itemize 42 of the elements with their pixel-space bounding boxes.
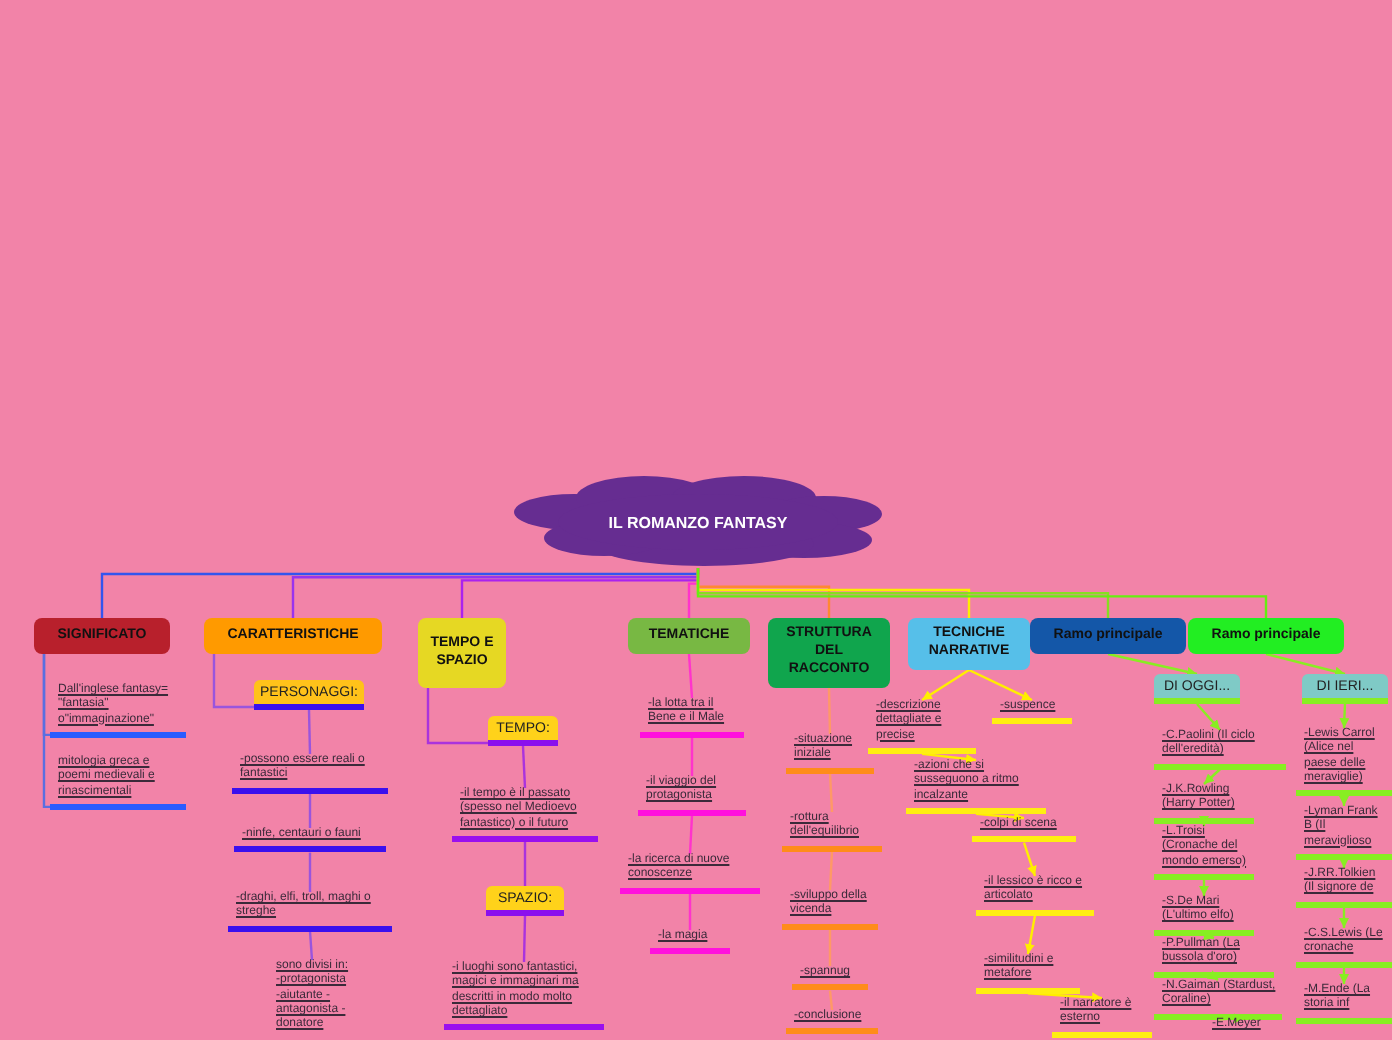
arrow [1203,768,1221,785]
connector-line [307,709,312,755]
connector-line [690,737,694,776]
arrow [1339,858,1349,868]
arrow [1199,879,1209,896]
arrow [921,669,970,701]
arrow [1027,992,1103,1003]
connector-line [696,568,1268,618]
connector-line [522,915,527,963]
connector-line [828,851,834,891]
arrow [1339,703,1350,729]
connector-line [426,688,488,745]
connector-line [308,931,314,961]
connector-line [521,745,527,789]
arrow [975,812,1025,823]
connector-line [308,852,312,892]
arrow [1206,970,1219,981]
connector-line [828,990,834,1011]
arrow [1339,907,1349,928]
connector-line [827,687,832,735]
arrow [1024,915,1037,955]
arrow [1339,967,1349,984]
connector-line [308,793,312,828]
connector-line [828,929,832,966]
arrow [1339,796,1349,806]
connector-line [100,567,700,618]
arrow [968,668,1033,702]
connector-line [688,815,694,855]
connector-line [42,654,50,809]
connector-line [212,654,254,709]
arrow [921,752,977,764]
arrow [1265,652,1346,677]
arrow [1199,816,1209,826]
connector-line [688,893,692,930]
connector-line [828,773,834,813]
arrow [1107,652,1198,677]
arrow [1196,703,1221,731]
arrow [1022,842,1037,877]
connector-line [523,841,527,886]
title-text: IL ROMANZO FANTASY [608,513,788,531]
arrow [1203,930,1215,941]
connector-line [687,653,694,699]
